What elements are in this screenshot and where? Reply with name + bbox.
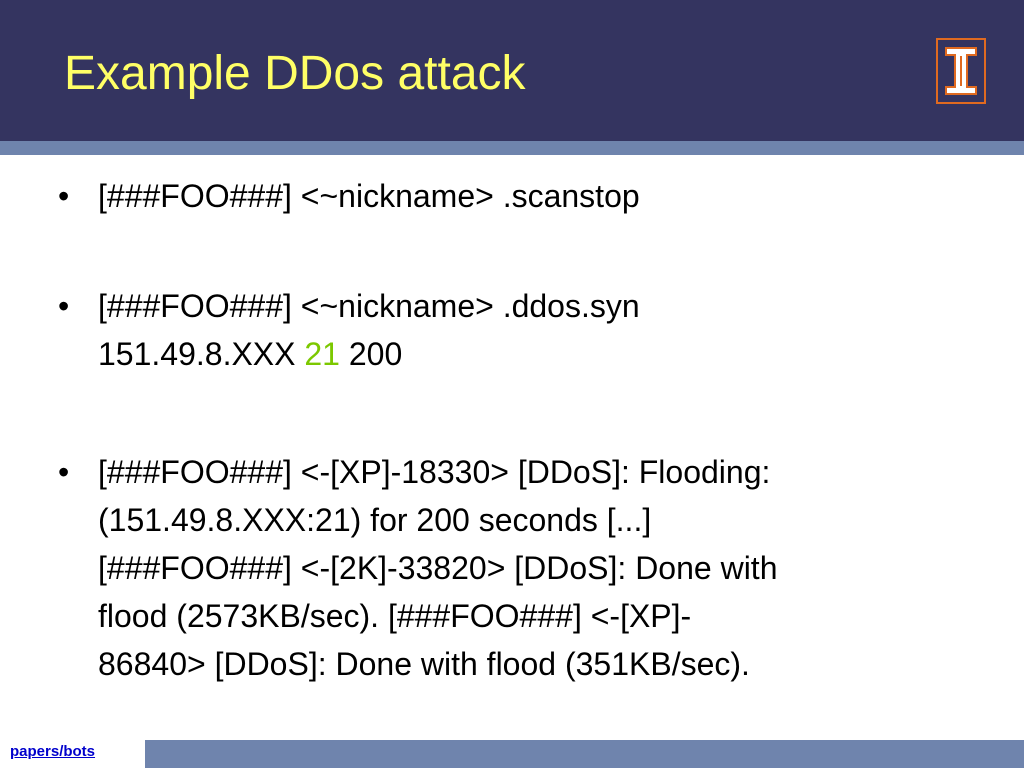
bullet-3-line-2: (151.49.8.XXX:21) for 200 seconds [...] xyxy=(98,502,652,538)
bullet-2-ip: 151.49.8.XXX xyxy=(98,336,305,372)
bullet-3-line-3: [###FOO###] <-[2K]-33820> [DDoS]: Done w… xyxy=(98,550,778,586)
bullet-2-duration: 200 xyxy=(339,336,403,372)
bullet-3-line-4: flood (2573KB/sec). [###FOO###] <-[XP]- xyxy=(98,598,692,634)
bullet-3-line-5: 86840> [DDoS]: Done with flood (351KB/se… xyxy=(98,646,750,682)
bullet-text-3: [###FOO###] <-[XP]-18330> [DDoS]: Floodi… xyxy=(98,448,978,688)
bullet-2-line-1: [###FOO###] <~nickname> .ddos.syn xyxy=(98,288,640,324)
slide-header xyxy=(0,0,1024,141)
bullet-marker-2: • xyxy=(58,288,70,324)
footer-bar xyxy=(145,740,1024,768)
bullet-3-line-1: [###FOO###] <-[XP]-18330> [DDoS]: Floodi… xyxy=(98,454,771,490)
slide-title: Example DDos attack xyxy=(64,47,526,100)
bullet-1-line-1: [###FOO###] <~nickname> .scanstop xyxy=(98,178,640,214)
footer-left-panel xyxy=(0,740,145,768)
bullet-marker-1: • xyxy=(58,178,70,214)
block-i-logo-icon xyxy=(936,38,986,104)
bullet-2-line-2: 151.49.8.XXX 21 200 xyxy=(98,330,978,378)
papers-bots-link[interactable]: papers/bots xyxy=(10,743,96,760)
bullet-text-2: [###FOO###] <~nickname> .ddos.syn 151.49… xyxy=(98,282,978,378)
bullet-text-1: [###FOO###] <~nickname> .scanstop xyxy=(98,172,978,220)
header-stripe xyxy=(0,141,1024,155)
bullet-marker-3: • xyxy=(58,454,70,490)
bullet-2-port: 21 xyxy=(304,336,340,372)
